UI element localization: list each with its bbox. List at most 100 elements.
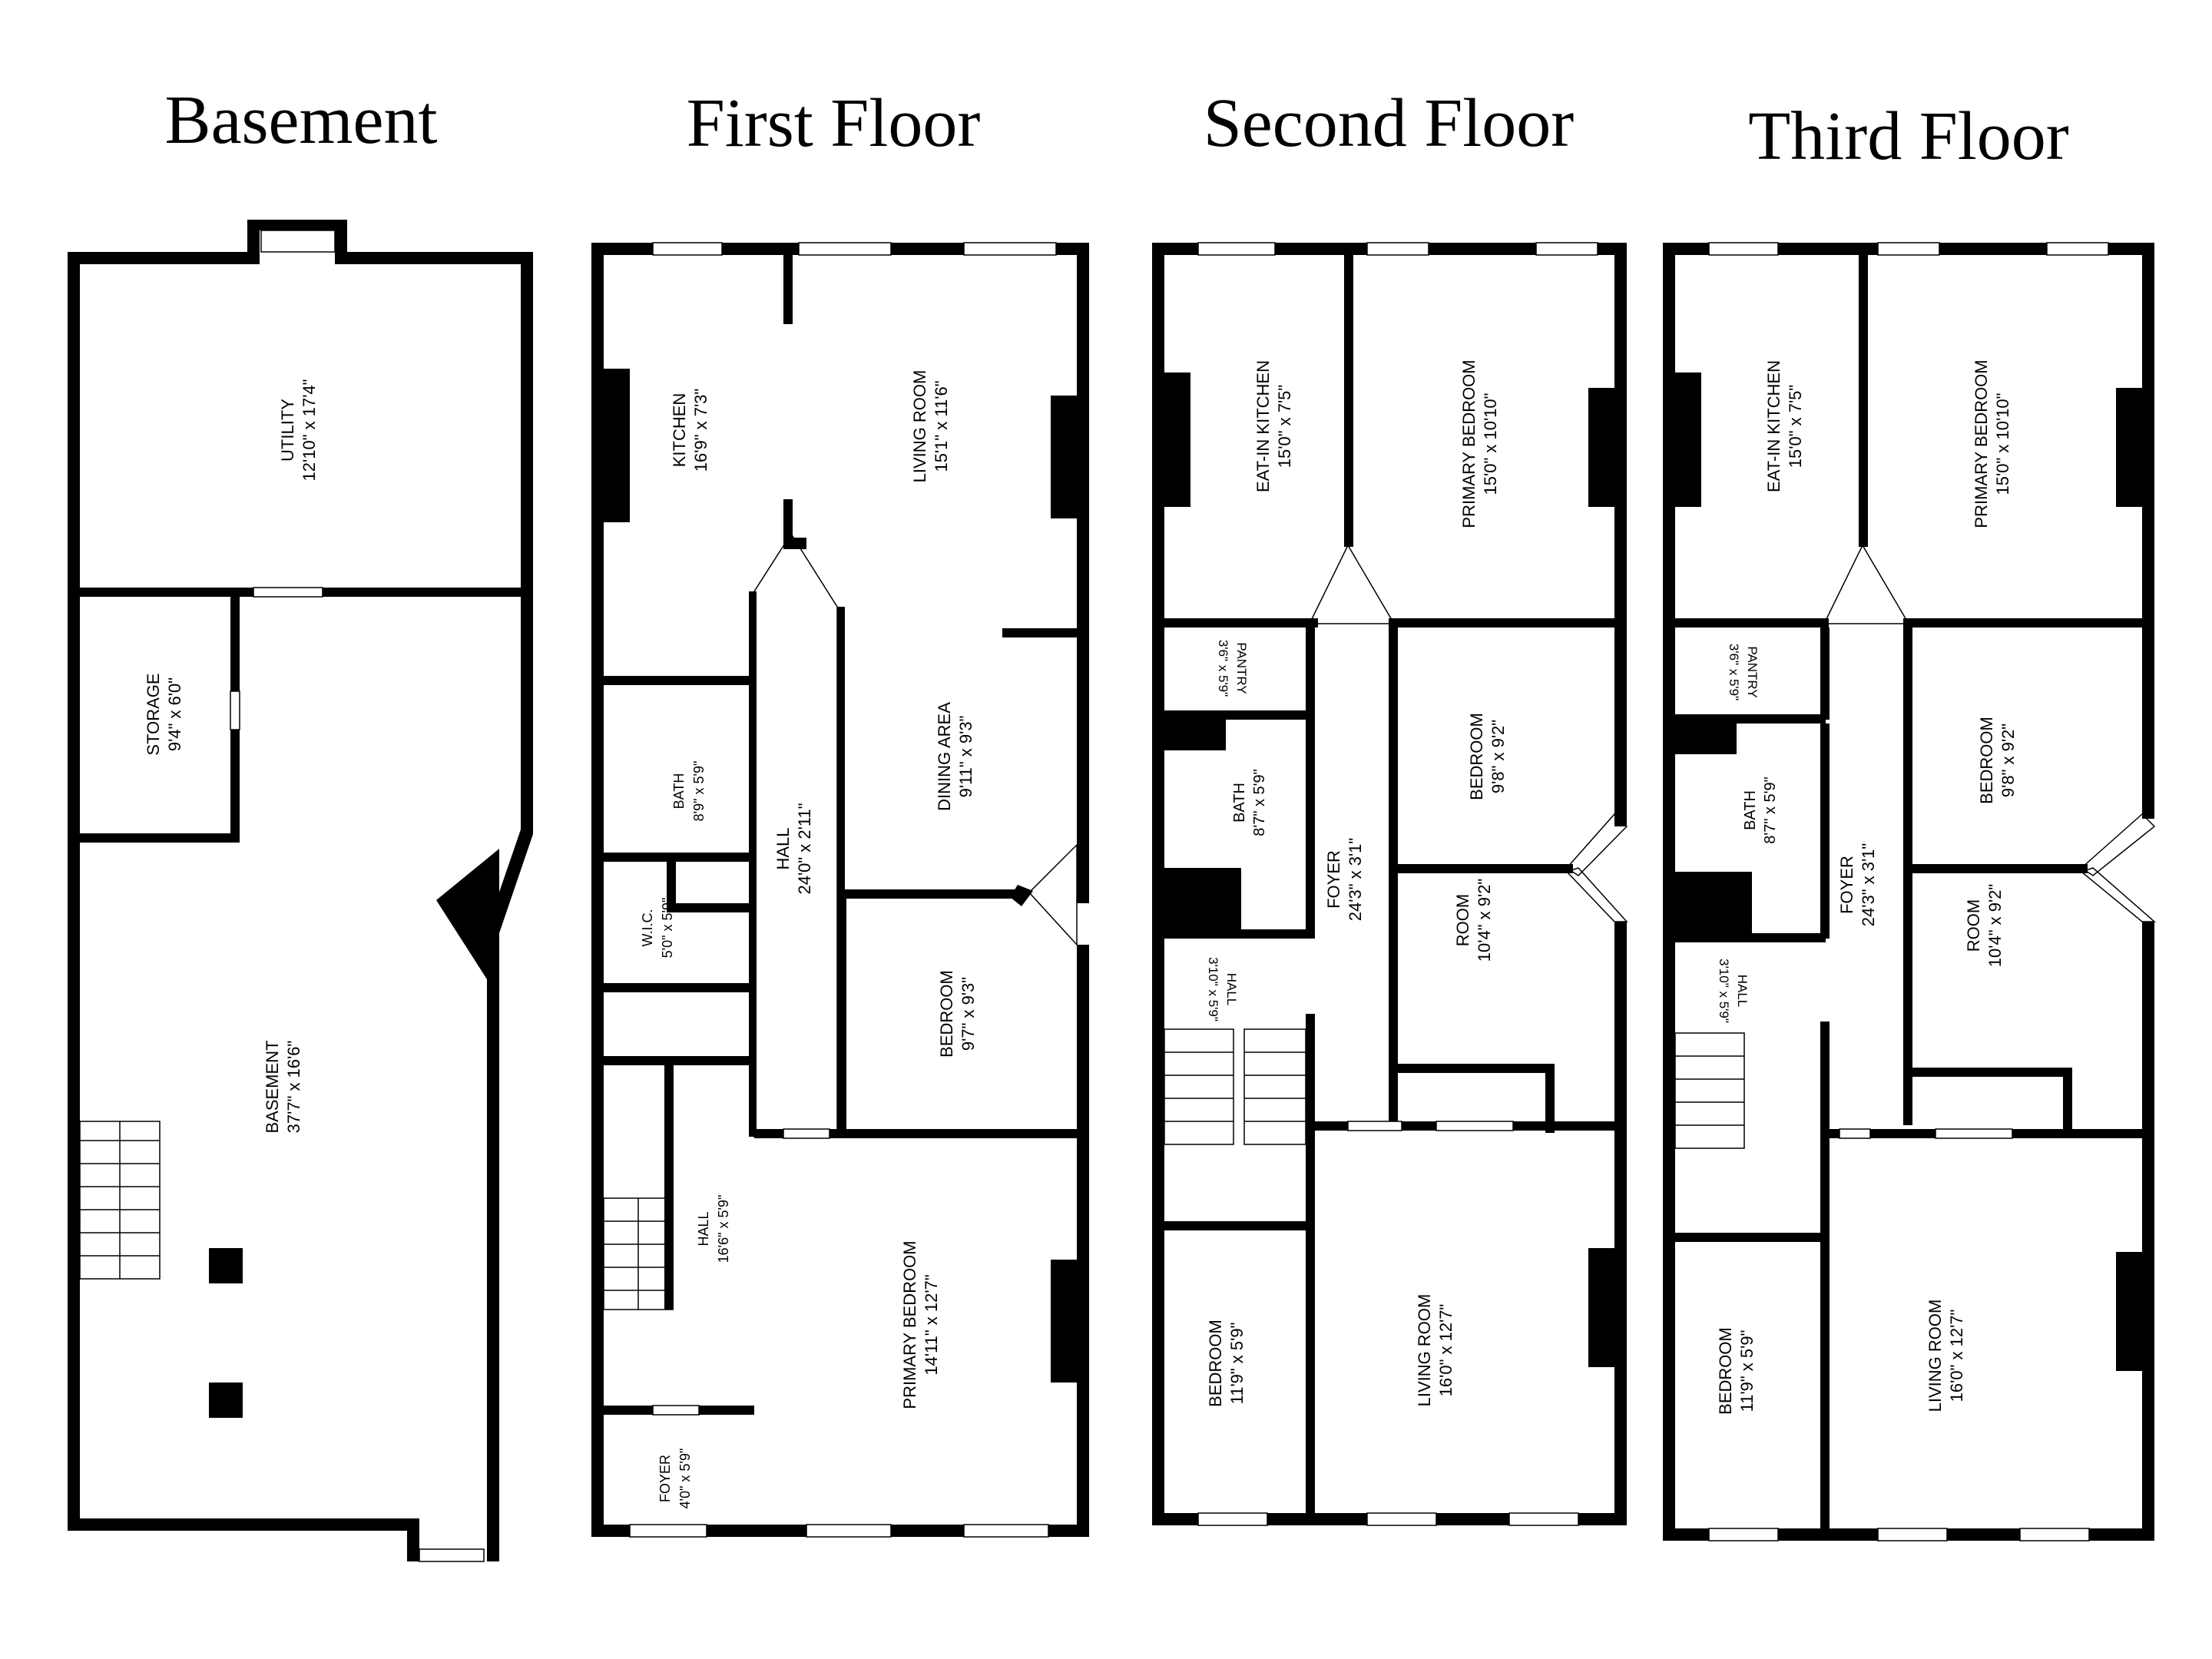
room-kitchen: KITCHEN 16'9" x 7'3" (670, 389, 710, 472)
room-name: BEDROOM (1467, 713, 1486, 800)
room-dims: 24'0" x 2'11" (795, 803, 814, 894)
room-foyer: FOYER 24'3" x 3'1" (1324, 838, 1365, 921)
room-name: BATH (1231, 783, 1248, 823)
room-room: ROOM 10'4" x 9'2" (1453, 879, 1494, 962)
room-dims: 15'0" x 7'5" (1786, 385, 1805, 468)
room-eat-in-kitchen: EAT-IN KITCHEN 15'0" x 7'5" (1253, 360, 1294, 492)
basement-plan (68, 220, 533, 1562)
room-dims: 8'9" x 5'9" (691, 761, 707, 822)
room-name: LIVING ROOM (1926, 1300, 1945, 1412)
first-floor-plan (591, 242, 1089, 1538)
room-name: UTILITY (278, 399, 297, 462)
room-name: BEDROOM (1206, 1320, 1225, 1407)
room-foyer: FOYER 4'0" x 5'9" (657, 1449, 693, 1509)
room-dims: 16'6" x 5'9" (716, 1195, 731, 1263)
room-hall: HALL 3'10" x 5'9" (1206, 957, 1239, 1022)
room-pantry: PANTRY 3'6" x 5'9" (1727, 644, 1760, 700)
room-name: HALL (696, 1211, 711, 1246)
room-primary-bedroom: PRIMARY BEDROOM 14'11" x 12'7" (900, 1240, 941, 1409)
room-dims: 15'0" x 10'10" (1481, 393, 1500, 495)
room-name: BEDROOM (1716, 1327, 1735, 1415)
room-dims: 8'7" x 5'9" (1762, 777, 1779, 843)
room-utility: UTILITY 12'10" x 17'4" (278, 379, 319, 482)
room-name: ROOM (1453, 894, 1472, 946)
room-name: PRIMARY BEDROOM (1972, 359, 1991, 528)
room-name: PANTRY (1745, 646, 1760, 697)
room-primary-bedroom: PRIMARY BEDROOM 15'0" x 10'10" (1972, 359, 2012, 528)
room-name: HALL (773, 827, 793, 869)
room-dims: 37'7" x 16'6" (284, 1041, 303, 1134)
room-name: DINING AREA (935, 702, 954, 811)
room-name: STORAGE (144, 673, 163, 755)
room-name: HALL (1224, 973, 1239, 1006)
room-dims: 15'0" x 10'10" (1993, 393, 2012, 495)
room-foyer: FOYER 24'3" x 3'1" (1837, 843, 1878, 926)
room-dims: 16'9" x 7'3" (691, 389, 710, 472)
room-name: BASEMENT (263, 1040, 282, 1133)
room-primary-bedroom: PRIMARY BEDROOM 15'0" x 10'10" (1459, 359, 1500, 528)
room-room: ROOM 10'4" x 9'2" (1964, 884, 2005, 967)
room-name: HALL (1735, 975, 1750, 1008)
room-name: W.I.C. (640, 909, 655, 947)
room-dims: 9'11" x 9'3" (956, 716, 975, 798)
room-bedroom: BEDROOM 9'8" x 9'2" (1977, 717, 2018, 804)
floor-title-third-floor: Third Floor (1748, 98, 2069, 174)
room-name: EAT-IN KITCHEN (1253, 360, 1273, 492)
room-dims: 9'8" x 9'2" (1488, 720, 1508, 793)
room-name: FOYER (1837, 856, 1856, 914)
room-dims: 15'1" x 11'6" (932, 380, 951, 472)
room-basement: BASEMENT 37'7" x 16'6" (263, 1040, 303, 1133)
room-name: PANTRY (1234, 642, 1249, 694)
room-wic: W.I.C. 5'0" x 5'9" (640, 898, 675, 959)
second-floor-plan (1152, 242, 1628, 1526)
room-dims: 16'0" x 12'7" (1436, 1304, 1455, 1397)
room-dims: 11'9" x 5'9" (1737, 1330, 1757, 1412)
room-bedroom-small: BEDROOM 11'9" x 5'9" (1716, 1327, 1757, 1415)
room-name: PRIMARY BEDROOM (900, 1240, 919, 1409)
room-dims: 9'8" x 9'2" (1998, 724, 2018, 797)
room-hall-lower: HALL 16'6" x 5'9" (696, 1195, 731, 1263)
room-bath: BATH 8'7" x 5'9" (1231, 769, 1268, 836)
room-name: LIVING ROOM (1415, 1294, 1434, 1407)
third-floor-plan (1663, 242, 2156, 1541)
room-pantry: PANTRY 3'6" x 5'9" (1216, 640, 1249, 697)
room-name: BEDROOM (1977, 717, 1996, 804)
room-bedroom: BEDROOM 9'8" x 9'2" (1467, 713, 1508, 800)
room-name: ROOM (1964, 899, 1983, 952)
room-name: BATH (1742, 790, 1759, 830)
room-name: EAT-IN KITCHEN (1764, 360, 1783, 492)
room-name: KITCHEN (670, 393, 689, 468)
room-dims: 3'6" x 5'9" (1727, 644, 1741, 700)
room-hall: HALL 3'10" x 5'9" (1717, 959, 1750, 1023)
room-bedroom-small: BEDROOM 11'9" x 5'9" (1206, 1320, 1247, 1407)
room-dims: 10'4" x 9'2" (1985, 884, 2005, 967)
room-dims: 9'4" x 6'0" (165, 677, 184, 751)
room-name: FOYER (657, 1455, 673, 1502)
room-name: BEDROOM (937, 970, 956, 1058)
floor-title-first-floor: First Floor (687, 85, 981, 161)
room-dining-area: DINING AREA 9'11" x 9'3" (935, 702, 975, 811)
room-dims: 14'11" x 12'7" (922, 1274, 941, 1375)
room-hall: HALL 24'0" x 2'11" (773, 803, 814, 894)
room-name: LIVING ROOM (910, 370, 929, 483)
room-bedroom: BEDROOM 9'7" x 9'3" (937, 970, 978, 1058)
room-dims: 24'3" x 3'1" (1346, 838, 1365, 921)
room-dims: 3'10" x 5'9" (1717, 959, 1731, 1023)
room-living-room: LIVING ROOM 16'0" x 12'7" (1415, 1294, 1455, 1407)
floor-title-second-floor: Second Floor (1204, 85, 1575, 161)
room-name: BATH (671, 773, 687, 810)
room-dims: 4'0" x 5'9" (677, 1449, 693, 1509)
room-dims: 12'10" x 17'4" (300, 379, 319, 482)
room-dims: 10'4" x 9'2" (1475, 879, 1494, 962)
room-dims: 3'10" x 5'9" (1206, 957, 1220, 1022)
room-dims: 16'0" x 12'7" (1947, 1310, 1966, 1402)
room-dims: 15'0" x 7'5" (1275, 385, 1294, 468)
room-bath: BATH 8'9" x 5'9" (671, 761, 707, 822)
room-dims: 5'0" x 5'9" (660, 898, 675, 959)
room-name: PRIMARY BEDROOM (1459, 359, 1479, 528)
room-bath: BATH 8'7" x 5'9" (1742, 777, 1779, 843)
room-dims: 3'6" x 5'9" (1216, 640, 1230, 697)
room-eat-in-kitchen: EAT-IN KITCHEN 15'0" x 7'5" (1764, 360, 1805, 492)
room-name: FOYER (1324, 850, 1343, 909)
